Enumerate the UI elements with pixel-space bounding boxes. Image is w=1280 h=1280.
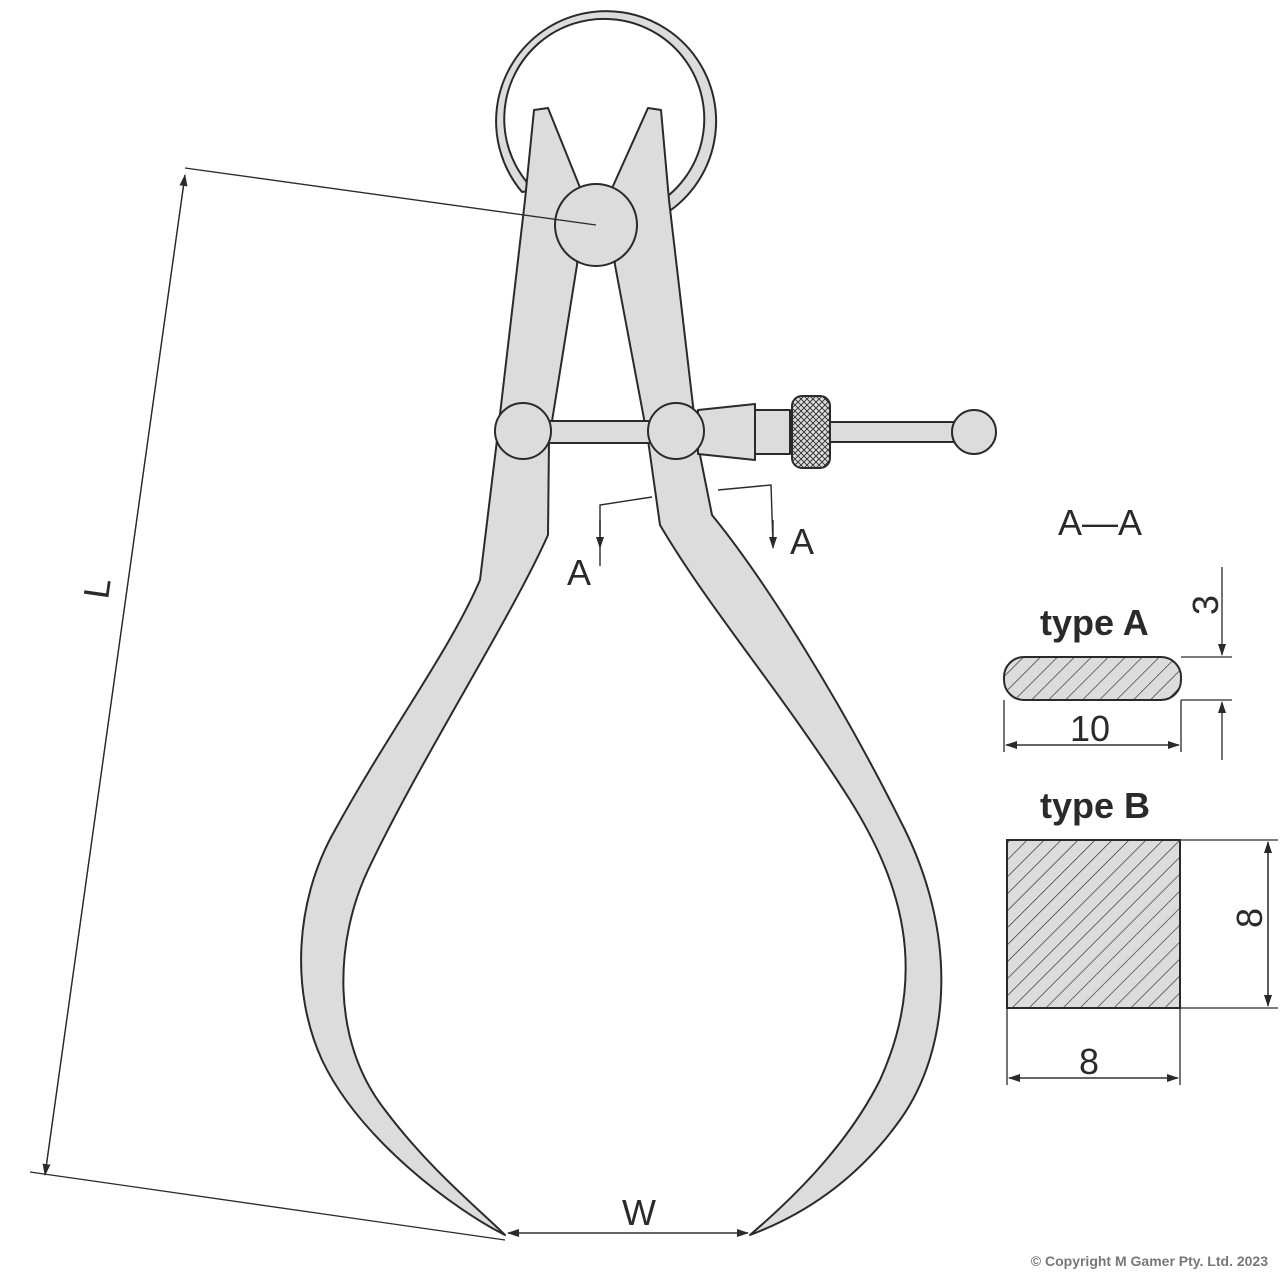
section-label-right: A	[790, 521, 814, 562]
right-leg	[608, 107, 943, 1236]
length-extension-bottom	[29, 1171, 506, 1241]
adjusting-nut	[697, 403, 756, 461]
screw-end-ball	[951, 409, 997, 455]
type-a-width-label: 10	[1070, 708, 1110, 749]
right-screw-boss	[647, 402, 705, 460]
section-label-left: A	[567, 552, 591, 593]
length-extension-top	[184, 167, 597, 226]
left-leg	[300, 107, 584, 1236]
type-b-width-label: 8	[1079, 1041, 1099, 1082]
section-cut-line	[599, 496, 653, 566]
type-b-section	[1006, 839, 1181, 1009]
type-a-title: type A	[1040, 602, 1149, 643]
length-label: L	[75, 576, 118, 602]
adjusting-rod	[539, 420, 666, 444]
copyright-notice: © Copyright M Gamer Pty. Ltd. 2023	[1031, 1253, 1268, 1269]
type-a-thickness-label: 3	[1185, 595, 1226, 615]
width-label: W	[622, 1192, 656, 1233]
screw-collar	[754, 409, 791, 455]
type-b-title: type B	[1040, 785, 1150, 826]
left-screw-boss	[494, 402, 552, 460]
screw-shaft	[829, 421, 963, 443]
type-a-section	[1003, 656, 1182, 701]
type-b-height-label: 8	[1229, 908, 1270, 928]
section-title: A—A	[1058, 502, 1142, 543]
knurled-nut	[791, 395, 831, 469]
